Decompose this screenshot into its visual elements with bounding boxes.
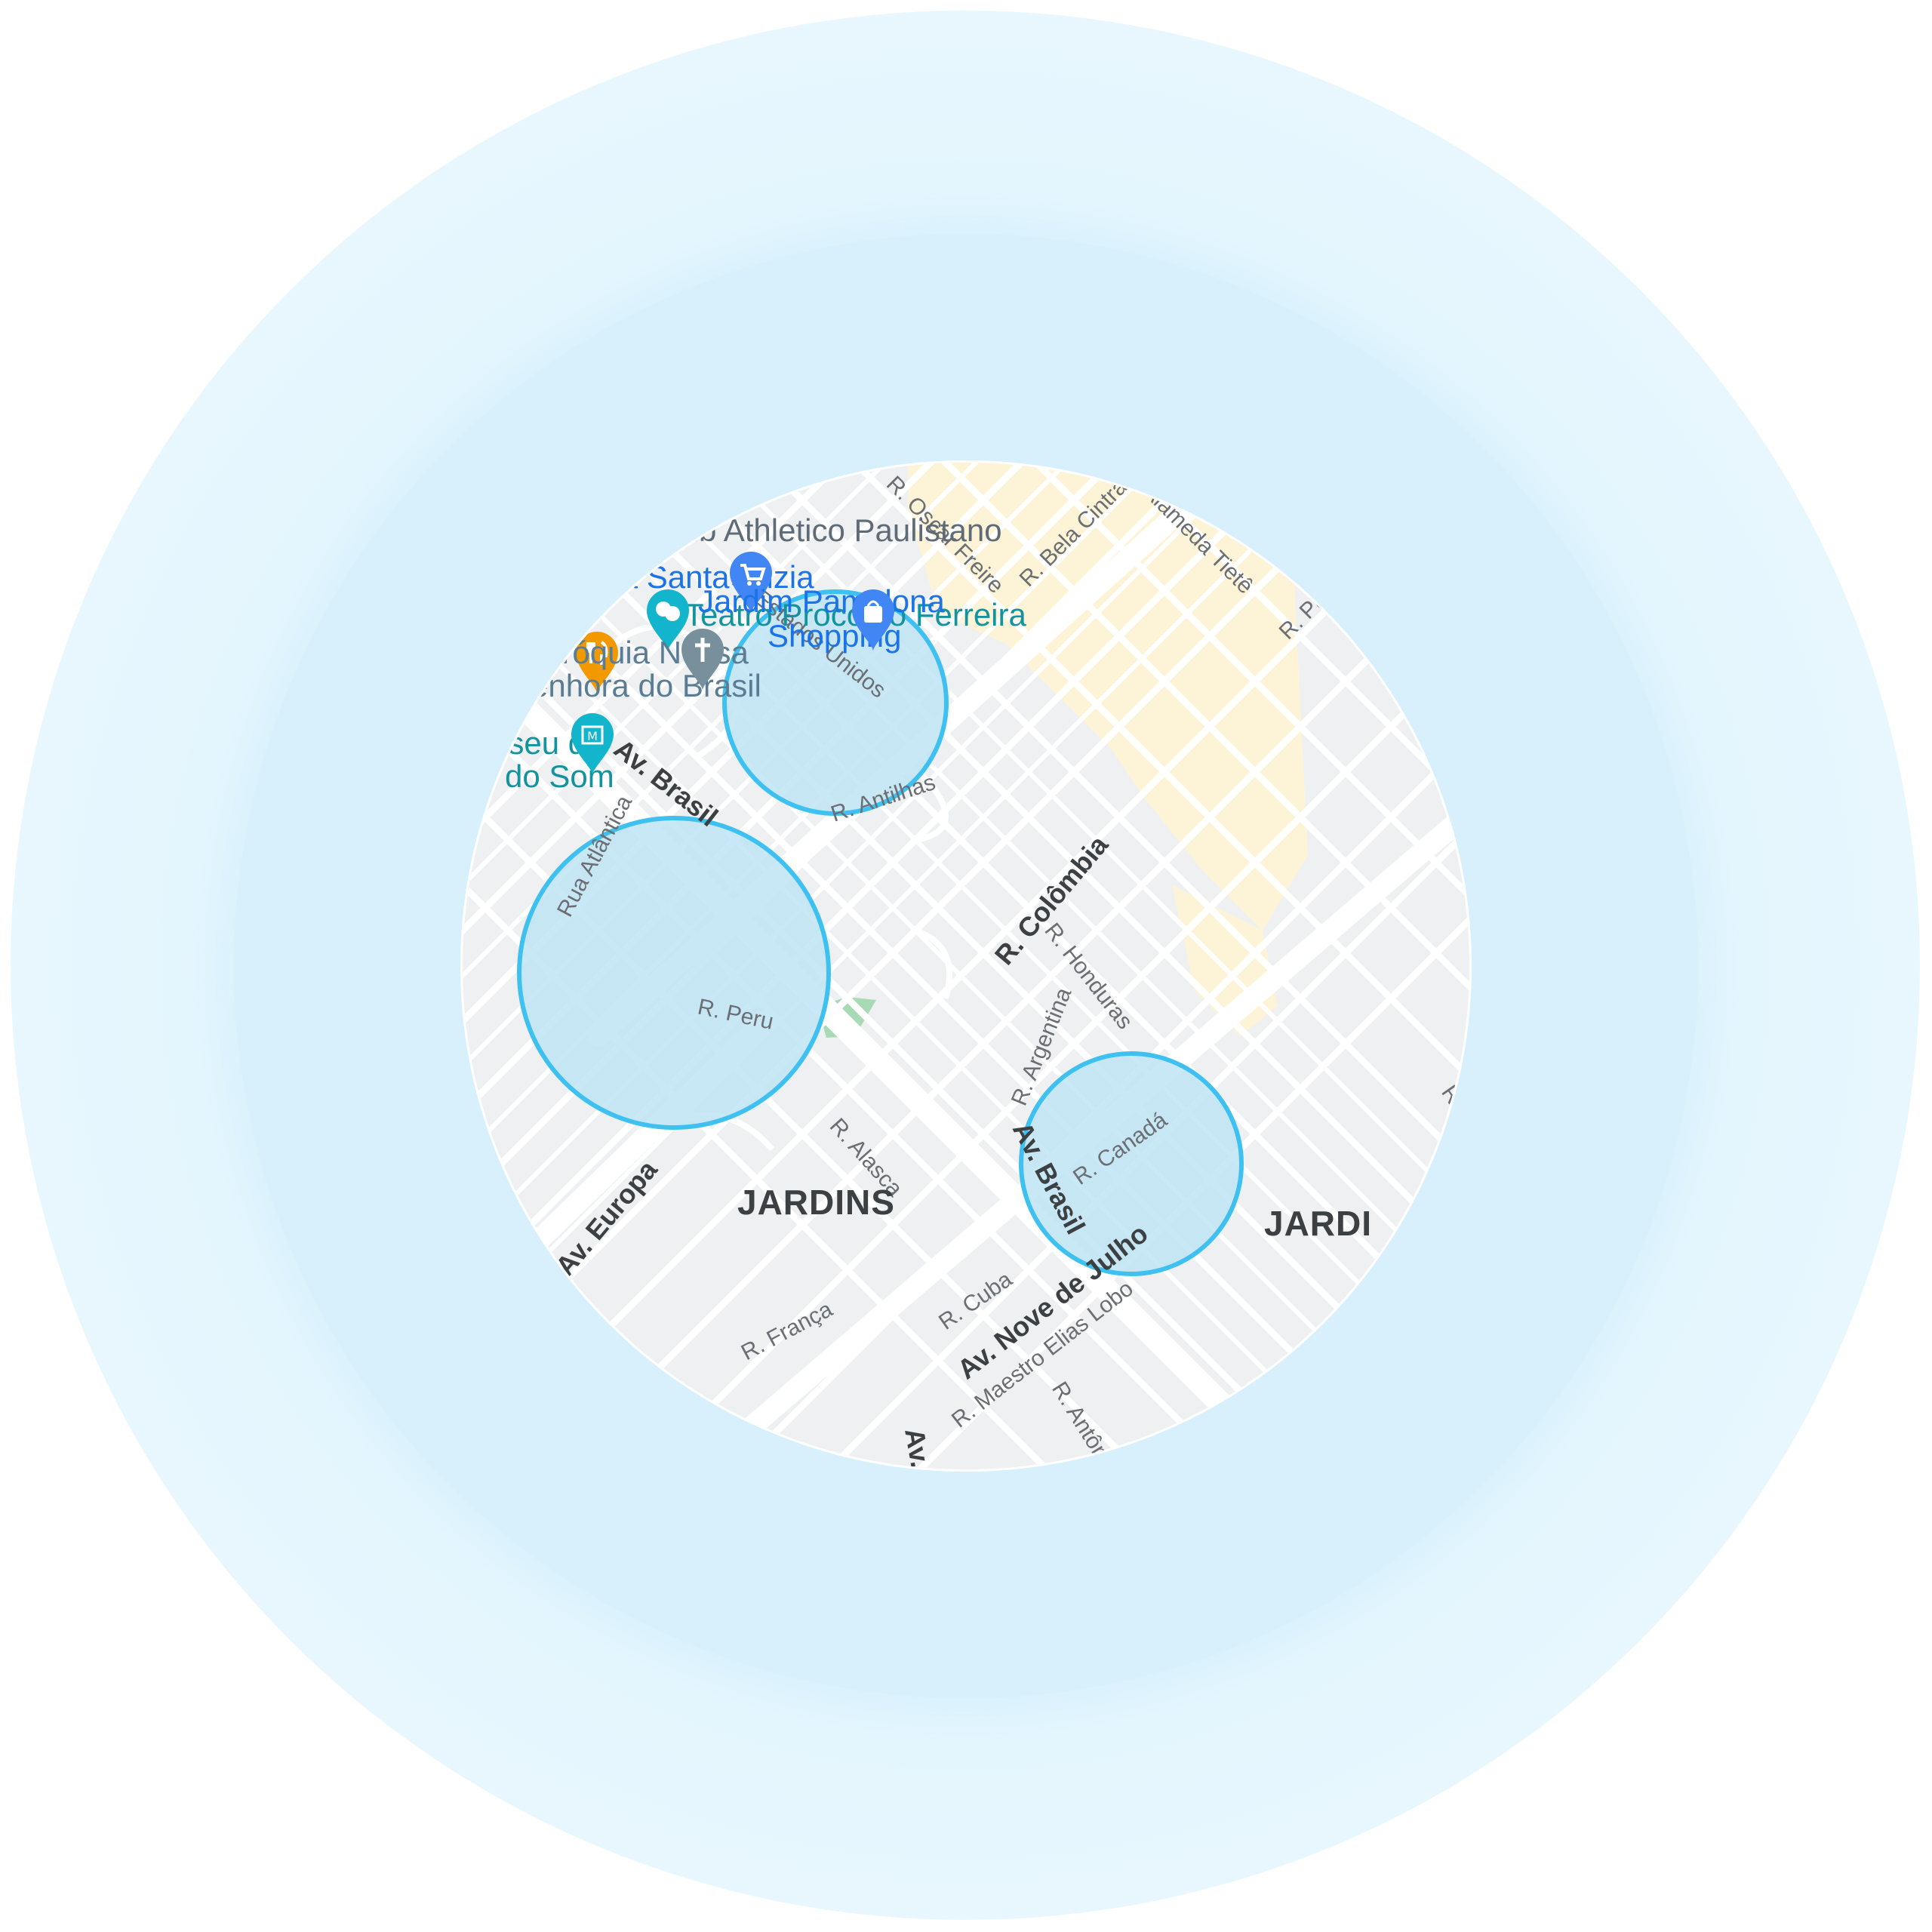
cinema-icon [517, 469, 538, 490]
poi-casa-santa-luzia[interactable]: Casa Santa Luzia [564, 552, 814, 614]
street-label: R. [1436, 1081, 1469, 1114]
museum-icon: M [571, 713, 614, 775]
poi-label-line1: Jardim Pamplona [698, 583, 945, 619]
poi-museu[interactable]: Museu da do Som M [464, 713, 614, 794]
highlight-circle-estados-unidos[interactable] [722, 589, 949, 816]
poi-label: Cine [686, 466, 739, 494]
street-label: R. Antôn [1047, 1377, 1114, 1464]
highlight-circles[interactable] [517, 589, 1244, 1276]
poi-label: Casa Santa Luzia [564, 559, 814, 595]
map-canvas[interactable]: R. Oscar Freire R. Bela Cintra Alameda T… [463, 463, 1472, 1472]
svg-text:M: M [587, 729, 598, 743]
poi-jardim-pamplona[interactable]: Jardim Pamplona Shopping [698, 583, 945, 654]
major-road-label: Av. [899, 1426, 936, 1469]
map-view[interactable]: R. Oscar Freire R. Bela Cintra Alameda T… [460, 460, 1472, 1472]
restaurant-icon [463, 719, 497, 781]
shopping-bag-icon [852, 589, 894, 651]
poi-teatro[interactable]: Teatro Procópio Ferreira [647, 589, 1026, 651]
restaurant-pin-grey[interactable] [463, 719, 497, 781]
poi-club-athletico[interactable]: Club Athletico Paulistano [612, 505, 1002, 567]
shopping-cart-icon [730, 552, 772, 614]
district-label-jardins: JARDINS [737, 1183, 895, 1222]
poi-cinema[interactable]: Cine [517, 466, 739, 494]
poi-paroquia[interactable]: Paróquia Nossa Senhora do Brasil [509, 629, 761, 703]
highlight-circle-canada[interactable] [1019, 1051, 1244, 1276]
highlight-circle-paroquia[interactable] [517, 816, 831, 1130]
poi-label-line2: Senhora do Brasil [509, 668, 761, 703]
district-label-jardins-east: JARDI [1264, 1204, 1372, 1243]
poi-label: Club Athletico Paulistano [651, 512, 1002, 548]
restaurant-icon [576, 632, 618, 694]
theater-masks-icon [647, 589, 689, 651]
major-road-label: R. Colômbia [989, 829, 1115, 971]
restaurant-pin-orange[interactable] [576, 632, 618, 694]
place-pin-icon [612, 505, 654, 567]
cross-icon [681, 629, 724, 691]
